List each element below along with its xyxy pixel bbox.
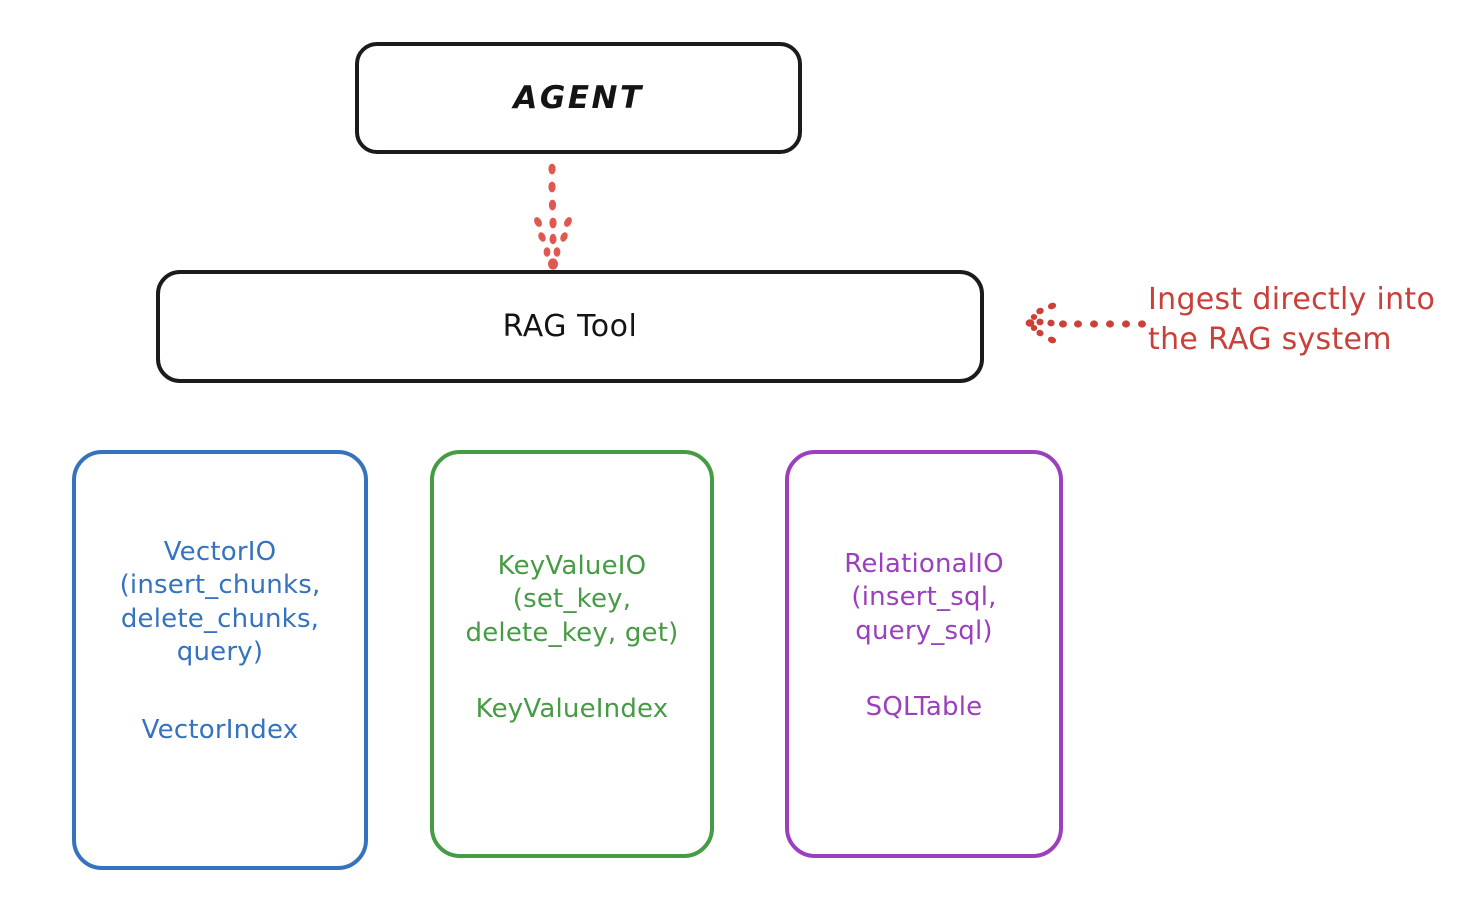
vector-io-node[interactable]: VectorIO (insert_chunks, delete_chunks, … <box>72 450 368 870</box>
ingest-annotation-text: Ingest directly into the RAG system <box>1148 282 1436 357</box>
rag-tool-node[interactable]: RAG Tool <box>156 270 984 383</box>
relational-io-api-text: RelationalIO (insert_sql, query_sql) <box>844 549 1004 646</box>
key-value-io-index-text: KeyValueIndex <box>475 693 669 724</box>
vector-io-index-text: VectorIndex <box>141 715 299 746</box>
agent-to-rag-arrow <box>534 163 572 270</box>
key-value-io-node[interactable]: KeyValueIO (set_key, delete_key, get) Ke… <box>430 450 714 858</box>
rag-tool-node-label: RAG Tool <box>502 309 638 344</box>
ingest-to-rag-arrow <box>1025 302 1146 344</box>
agent-node-label: AGENT <box>513 80 644 116</box>
key-value-io-api-text: KeyValueIO (set_key, delete_key, get) <box>465 551 679 648</box>
key-value-io-content: KeyValueIO (set_key, delete_key, get) Ke… <box>434 454 710 724</box>
relational-io-content: RelationalIO (insert_sql, query_sql) SQL… <box>789 454 1059 722</box>
relational-io-node[interactable]: RelationalIO (insert_sql, query_sql) SQL… <box>785 450 1063 858</box>
vector-io-api-text: VectorIO (insert_chunks, delete_chunks, … <box>119 537 321 667</box>
relational-io-index-text: SQLTable <box>865 691 983 722</box>
agent-node[interactable]: AGENT <box>355 42 802 154</box>
vector-io-content: VectorIO (insert_chunks, delete_chunks, … <box>76 454 364 745</box>
